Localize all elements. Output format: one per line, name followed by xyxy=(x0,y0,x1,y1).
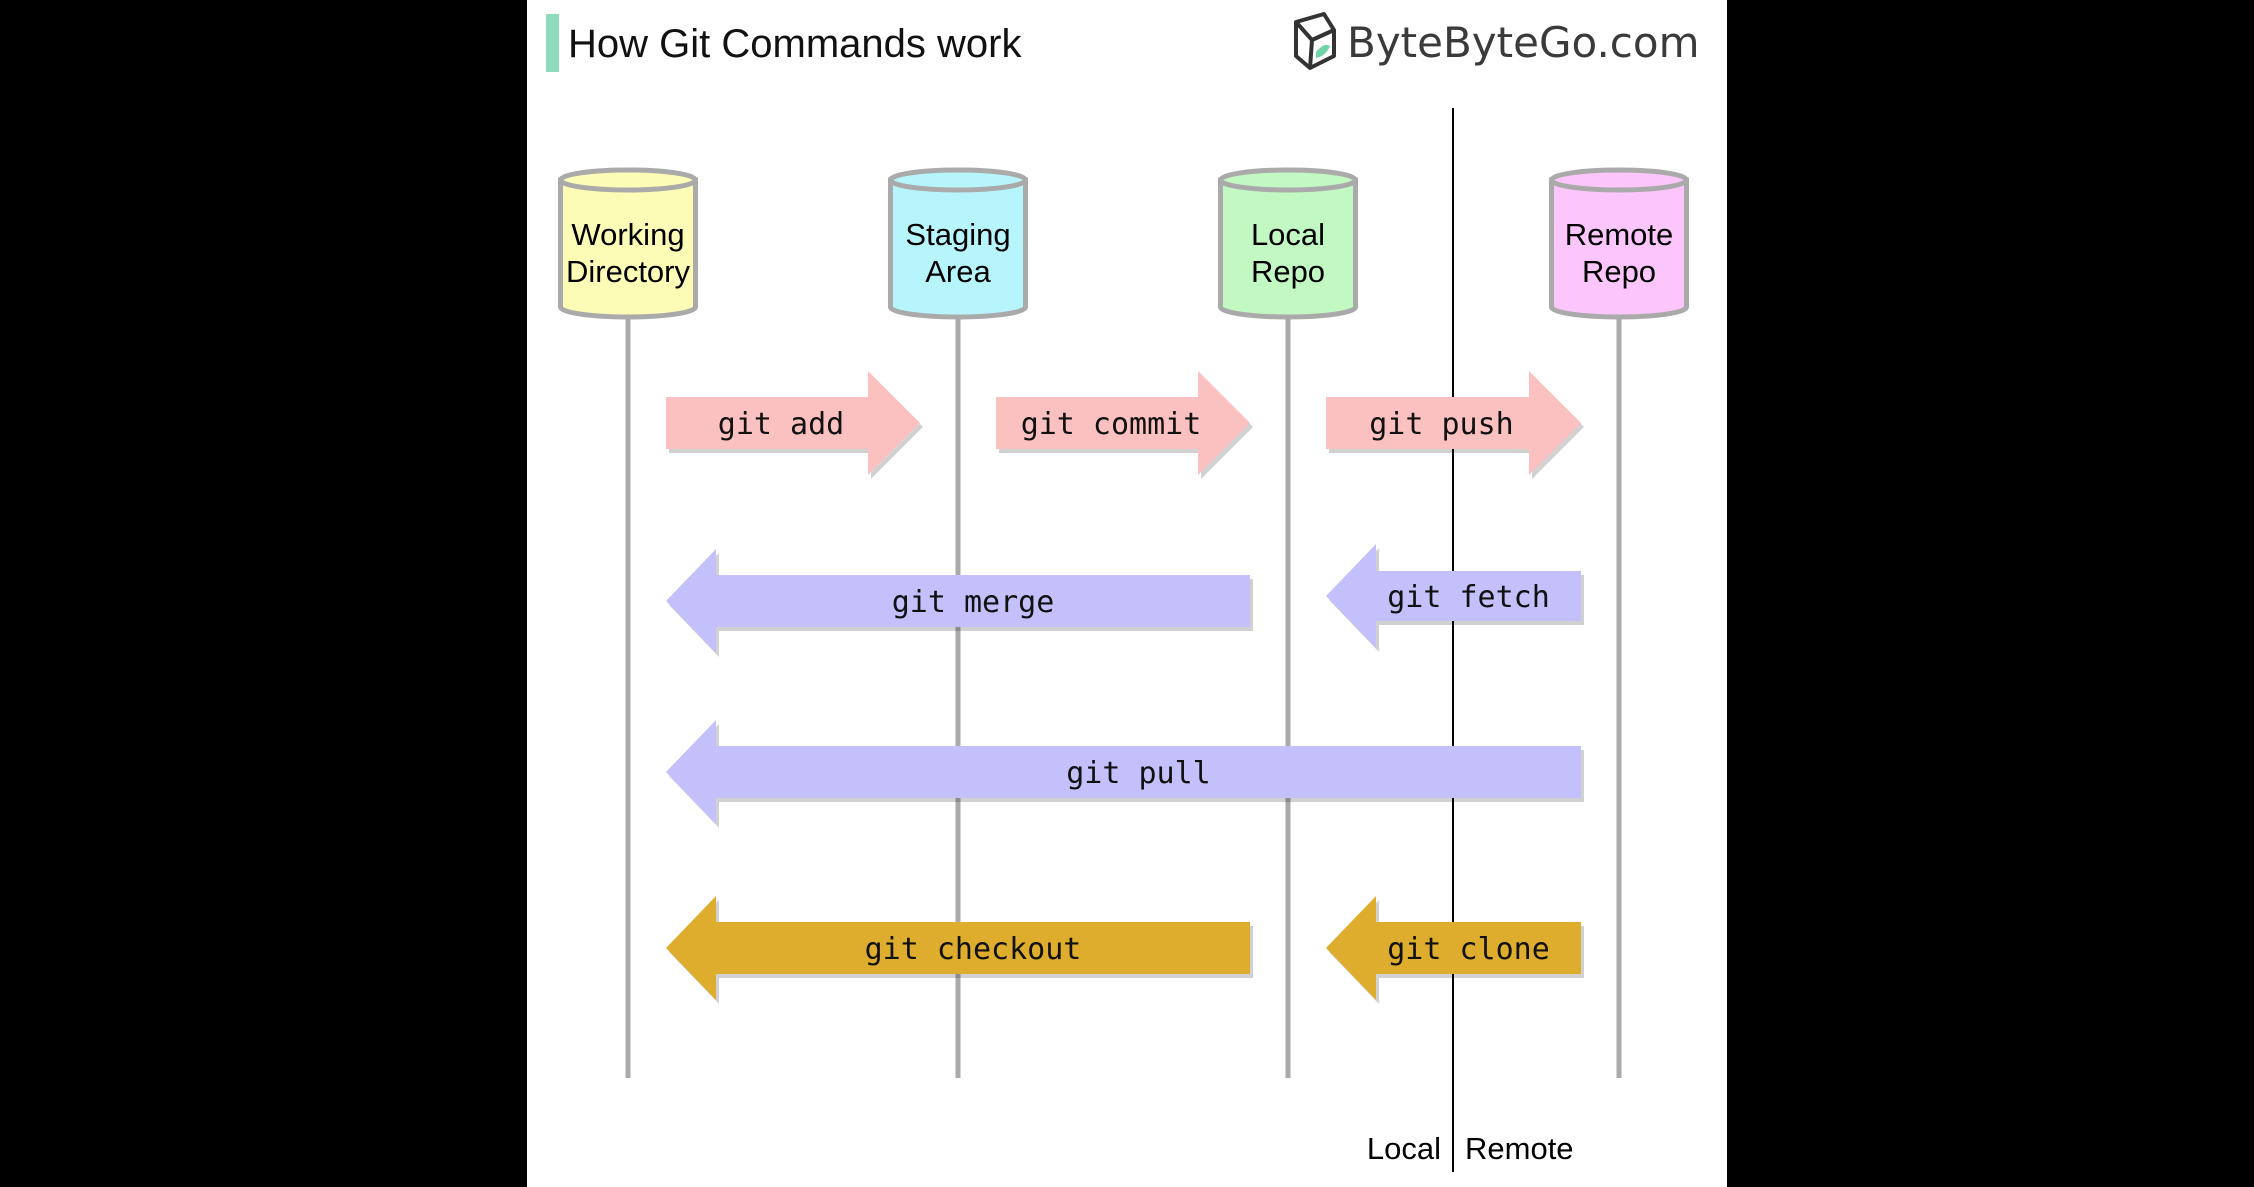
local-repo-label-line: Local xyxy=(1251,217,1325,252)
git-commit-label: git commit xyxy=(1021,407,1202,442)
working-repo-label-line: Directory xyxy=(566,254,691,289)
remote-repo-top xyxy=(1549,167,1689,193)
git-push-arrow: git push xyxy=(1326,371,1584,479)
git-checkout-label: git checkout xyxy=(865,932,1082,967)
title-accent-bar xyxy=(546,14,559,72)
local-repo-body xyxy=(1218,177,1358,320)
local-repo-top xyxy=(1218,167,1358,193)
brand-name: ByteByteGo.com xyxy=(1347,18,1700,67)
page-title: How Git Commands work xyxy=(568,22,1022,66)
git-merge-arrow: git merge xyxy=(666,549,1253,657)
git-commit-arrow: git commit xyxy=(996,371,1253,479)
repositories: WorkingDirectoryStagingAreaLocalRepoRemo… xyxy=(558,167,1689,320)
local-repo-label-line: Repo xyxy=(1251,254,1325,289)
git-checkout-arrow: git checkout xyxy=(666,896,1253,1004)
working-repo-body xyxy=(558,177,698,320)
staging-repo-body xyxy=(888,177,1028,320)
git-fetch-arrow-shape xyxy=(1326,544,1581,648)
git-pull-arrow-shape xyxy=(666,720,1581,824)
git-add-label: git add xyxy=(718,407,844,442)
git-commit-arrow-shape xyxy=(996,371,1250,475)
git-fetch-label: git fetch xyxy=(1387,580,1550,615)
git-add-arrow: git add xyxy=(666,371,923,479)
git-clone-arrow-shape xyxy=(1326,896,1581,1000)
bytebytego-logo-icon xyxy=(1294,12,1336,70)
git-push-arrow-shape xyxy=(1326,371,1581,475)
remote-repo-label-line: Repo xyxy=(1582,254,1656,289)
working-repo-label-line: Working xyxy=(571,217,684,252)
git-pull-arrow: git pull xyxy=(666,720,1584,828)
git-push-label: git push xyxy=(1369,407,1514,442)
staging-repo-top xyxy=(888,167,1028,193)
staging-repo-label-line: Staging xyxy=(905,217,1010,252)
command-arrows: git add git commit git push git merge git fe… xyxy=(666,371,1584,1004)
staging-repo-label-line: Area xyxy=(925,254,991,289)
remote-repo-body xyxy=(1549,177,1689,320)
git-add-arrow-shape xyxy=(666,371,920,475)
git-checkout-arrow-shape xyxy=(666,896,1250,1000)
git-merge-arrow-shape xyxy=(666,549,1250,653)
remote-side-label: Remote xyxy=(1465,1131,1574,1166)
remote-repo-label-line: Remote xyxy=(1565,217,1674,252)
git-merge-label: git merge xyxy=(892,585,1055,620)
git-clone-arrow: git clone xyxy=(1326,896,1584,1004)
working-repo-top xyxy=(558,167,698,193)
git-pull-label: git pull xyxy=(1066,756,1211,791)
git-fetch-arrow: git fetch xyxy=(1326,544,1584,652)
local-side-label: Local xyxy=(1367,1131,1441,1166)
git-clone-label: git clone xyxy=(1387,932,1550,967)
